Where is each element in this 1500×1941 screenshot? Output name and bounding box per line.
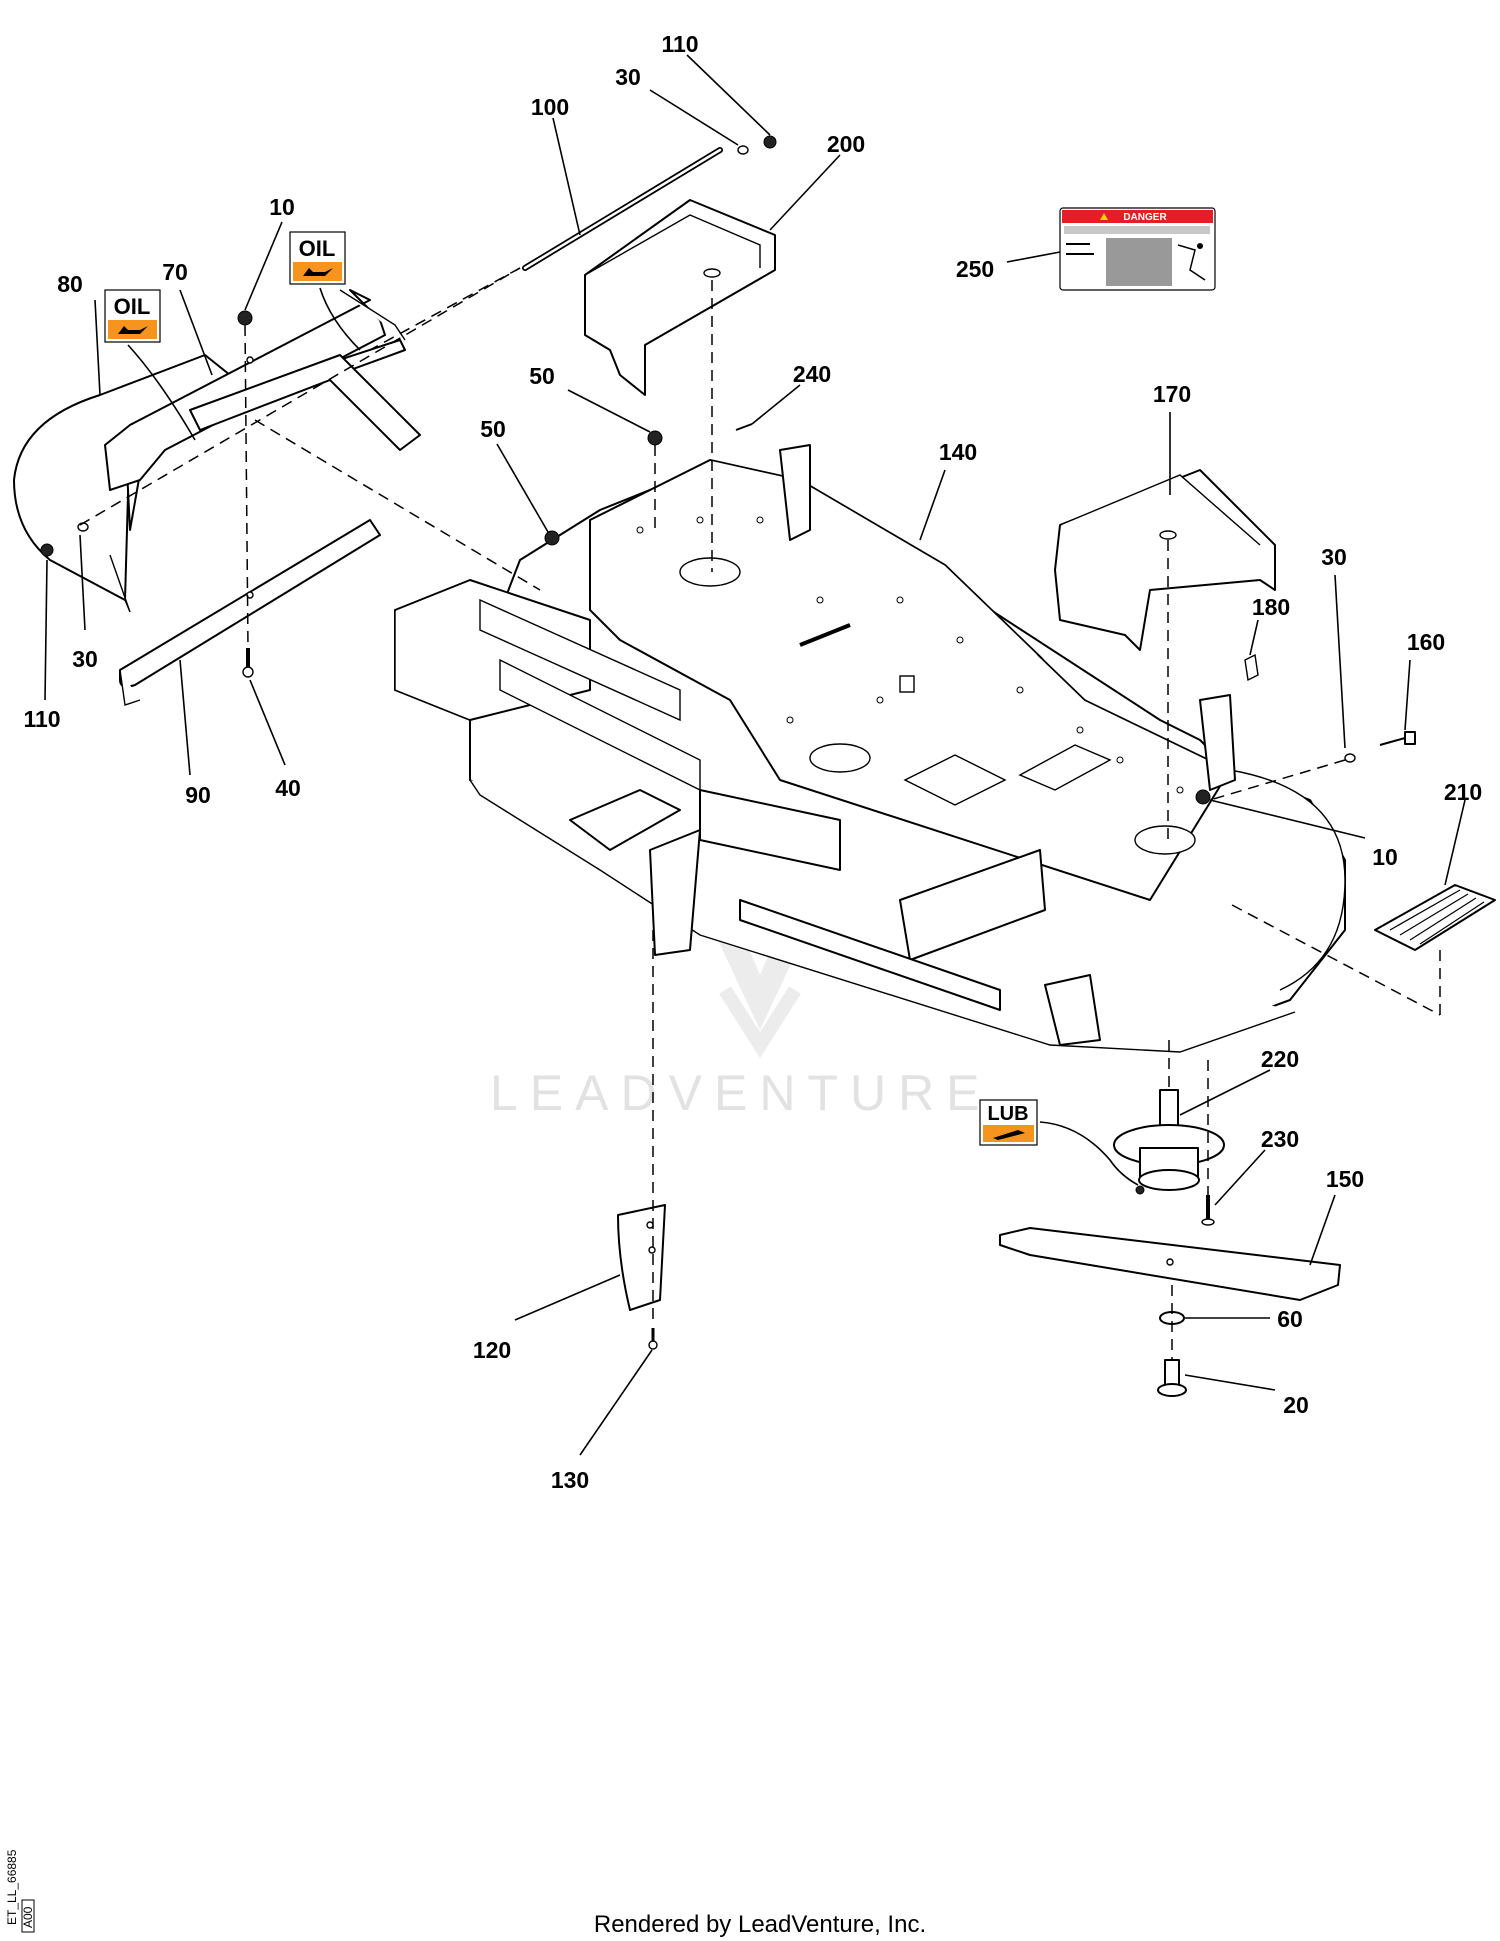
lub-decal-label: LUB — [987, 1103, 1028, 1125]
callout-60: 60 — [1277, 1306, 1303, 1332]
revision-box — [21, 1899, 35, 1933]
bolt-240 — [735, 423, 753, 431]
nut-110-left — [40, 543, 54, 557]
callout-70: 70 — [162, 259, 188, 285]
callout-50-top: 50 — [529, 363, 555, 389]
hazard-figure-icon — [1177, 244, 1206, 281]
lub-decal: LUB — [979, 1099, 1139, 1186]
callout-130: 130 — [551, 1467, 589, 1493]
clip-180 — [1244, 653, 1259, 682]
callout-220: 220 — [1261, 1046, 1299, 1072]
deflector-120[interactable] — [617, 1204, 666, 1311]
danger-decal-label: DANGER — [1123, 212, 1167, 223]
oil-can-icon — [118, 326, 148, 334]
document-id: ET_LL_66885 — [5, 1849, 19, 1925]
callout-50-left: 50 — [480, 416, 506, 442]
callout-100: 100 — [531, 94, 569, 120]
nut-110-top — [763, 135, 777, 149]
blade-150[interactable] — [999, 1227, 1341, 1301]
callout-150: 150 — [1326, 1166, 1364, 1192]
callout-110-top: 110 — [661, 31, 698, 57]
bolt-160 — [1404, 731, 1416, 745]
grease-gun-icon — [993, 1130, 1025, 1140]
callout-240: 240 — [793, 361, 831, 387]
washer-30-top — [737, 145, 749, 155]
oil-decal-left: OIL — [104, 289, 196, 441]
danger-decal-250: DANGER — [1059, 207, 1216, 291]
washer-30-left — [77, 522, 89, 532]
callout-110-left: 110 — [23, 706, 60, 732]
oil-can-icon — [303, 268, 333, 276]
mower-deck-140[interactable] — [394, 444, 1346, 1053]
assembly-lines — [79, 267, 1441, 1360]
oil-decal-left-label: OIL — [114, 294, 151, 319]
callout-210: 210 — [1444, 779, 1482, 805]
leader-lines — [44, 54, 1466, 1456]
callout-90: 90 — [185, 782, 211, 808]
callout-120: 120 — [473, 1337, 511, 1363]
rod-100[interactable] — [522, 147, 723, 271]
callout-30-right: 30 — [1321, 544, 1347, 570]
hardware — [40, 135, 1416, 1397]
bolt-20 — [1164, 1359, 1180, 1387]
footer-rendered-by: Rendered by LeadVenture, Inc. — [594, 1911, 926, 1938]
callout-200: 200 — [827, 131, 865, 157]
callout-20: 20 — [1283, 1392, 1309, 1418]
watermark-text: LEADVENTURE — [490, 1065, 992, 1121]
callout-140: 140 — [939, 439, 977, 465]
callout-40: 40 — [275, 775, 301, 801]
washer-30-right — [1344, 753, 1356, 763]
shield-170[interactable] — [1054, 469, 1276, 651]
callout-170: 170 — [1153, 381, 1191, 407]
nut-50-top — [647, 430, 663, 446]
warning-triangle-icon — [1100, 213, 1108, 220]
oil-decal-right-label: OIL — [299, 236, 336, 261]
callout-labels: 110 30 100 200 10 80 70 250 50 240 170 5… — [23, 31, 1482, 1493]
callout-180: 180 — [1252, 594, 1290, 620]
callout-80: 80 — [57, 271, 83, 297]
shield-200[interactable] — [584, 199, 776, 396]
callout-160: 160 — [1407, 629, 1445, 655]
document-revision: A00 — [21, 1906, 35, 1928]
nut-10-right — [1195, 789, 1211, 805]
callout-10-left: 10 — [269, 194, 295, 220]
callout-230: 230 — [1261, 1126, 1299, 1152]
callout-10-right: 10 — [1372, 844, 1398, 870]
callout-30-left: 30 — [72, 646, 98, 672]
oil-decal-right: OIL — [289, 231, 361, 351]
nut-10-left — [237, 310, 253, 326]
foot-pad-210[interactable] — [1374, 884, 1496, 951]
spindle-220[interactable] — [1113, 1089, 1225, 1195]
callout-30-top: 30 — [615, 64, 641, 90]
nut-50-left — [544, 530, 560, 546]
callout-250: 250 — [956, 256, 994, 282]
baffle-90[interactable] — [119, 519, 381, 706]
